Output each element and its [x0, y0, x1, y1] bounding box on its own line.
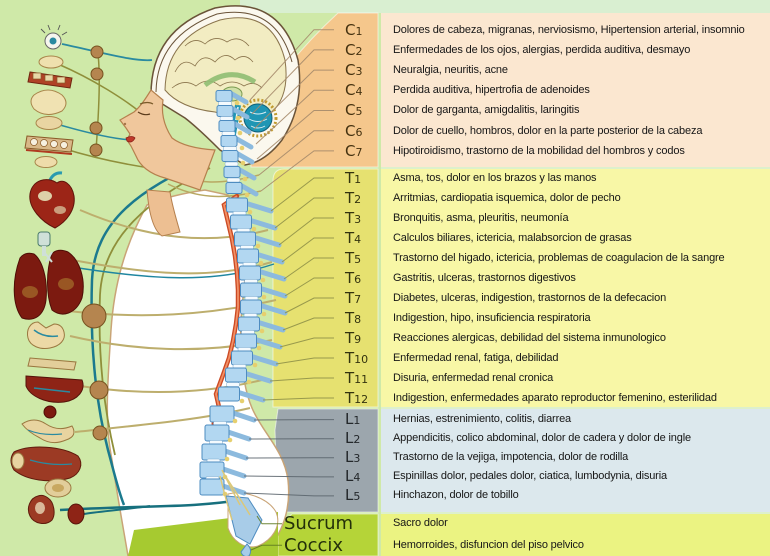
- spine-icon: [199, 90, 288, 556]
- teeth-icon: [24, 71, 74, 155]
- sinuses-icon: [30, 55, 67, 115]
- lips: [125, 136, 136, 143]
- reproductive-organ-icon: [67, 503, 85, 525]
- face: [119, 89, 216, 237]
- closed-eye: [137, 111, 151, 116]
- adrenal-icon: [43, 405, 57, 419]
- liver-icon: [25, 375, 84, 403]
- larynx-icon: [37, 231, 51, 256]
- brain-icon: [164, 17, 287, 117]
- tongue-icon: [35, 116, 63, 130]
- thyroid-icon: [34, 156, 58, 168]
- nerve-ganglia-icon: [81, 45, 109, 441]
- organ-column: [10, 24, 85, 525]
- head: [119, 5, 301, 237]
- pancreas-icon: [27, 357, 77, 371]
- stomach-icon: [27, 321, 65, 349]
- kidney-icon: [44, 478, 72, 498]
- eyebrow: [139, 101, 154, 105]
- top-strip: [240, 0, 770, 13]
- small-intestine-icon: [21, 419, 75, 444]
- bladder-icon: [27, 494, 55, 524]
- thoracic-band: [272, 168, 379, 408]
- leader-lines: [243, 29, 334, 551]
- sacral-band: [277, 513, 379, 556]
- heart-icon: [29, 171, 75, 229]
- lumbar-band: [274, 408, 379, 513]
- lungs-icon: [13, 249, 84, 320]
- section-separators: [381, 167, 770, 514]
- eye-icon: [40, 24, 68, 50]
- large-intestine-icon: [10, 446, 82, 482]
- description-panels: [381, 13, 770, 556]
